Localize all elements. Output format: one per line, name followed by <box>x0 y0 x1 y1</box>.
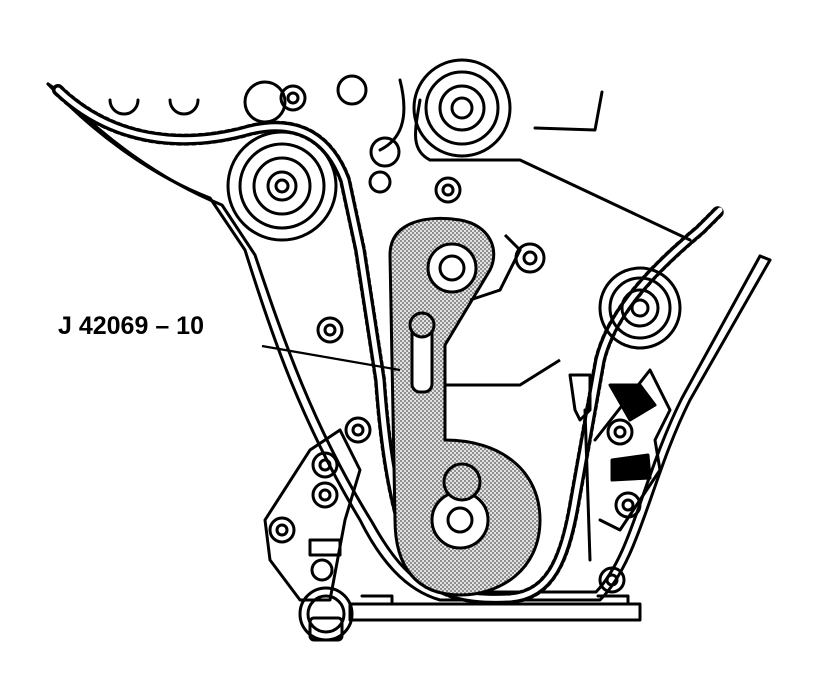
intermediate-sprocket <box>226 130 338 242</box>
tensioner-tool-icon <box>388 216 561 597</box>
guide-line-upper <box>428 158 692 242</box>
base-plate <box>348 594 642 622</box>
fastener-bolts <box>268 176 642 594</box>
lower-left-bracket <box>263 428 362 602</box>
callout-leader-line <box>261 344 401 372</box>
idler-sprocket-right <box>598 266 682 350</box>
camshaft-sprocket-left <box>108 74 368 124</box>
camshaft-sprocket-right <box>368 58 604 194</box>
crankshaft-sprocket <box>298 586 354 642</box>
right-tensioner-bracket <box>568 368 672 562</box>
tool-callout-label: J 42069 – 10 <box>58 312 204 340</box>
